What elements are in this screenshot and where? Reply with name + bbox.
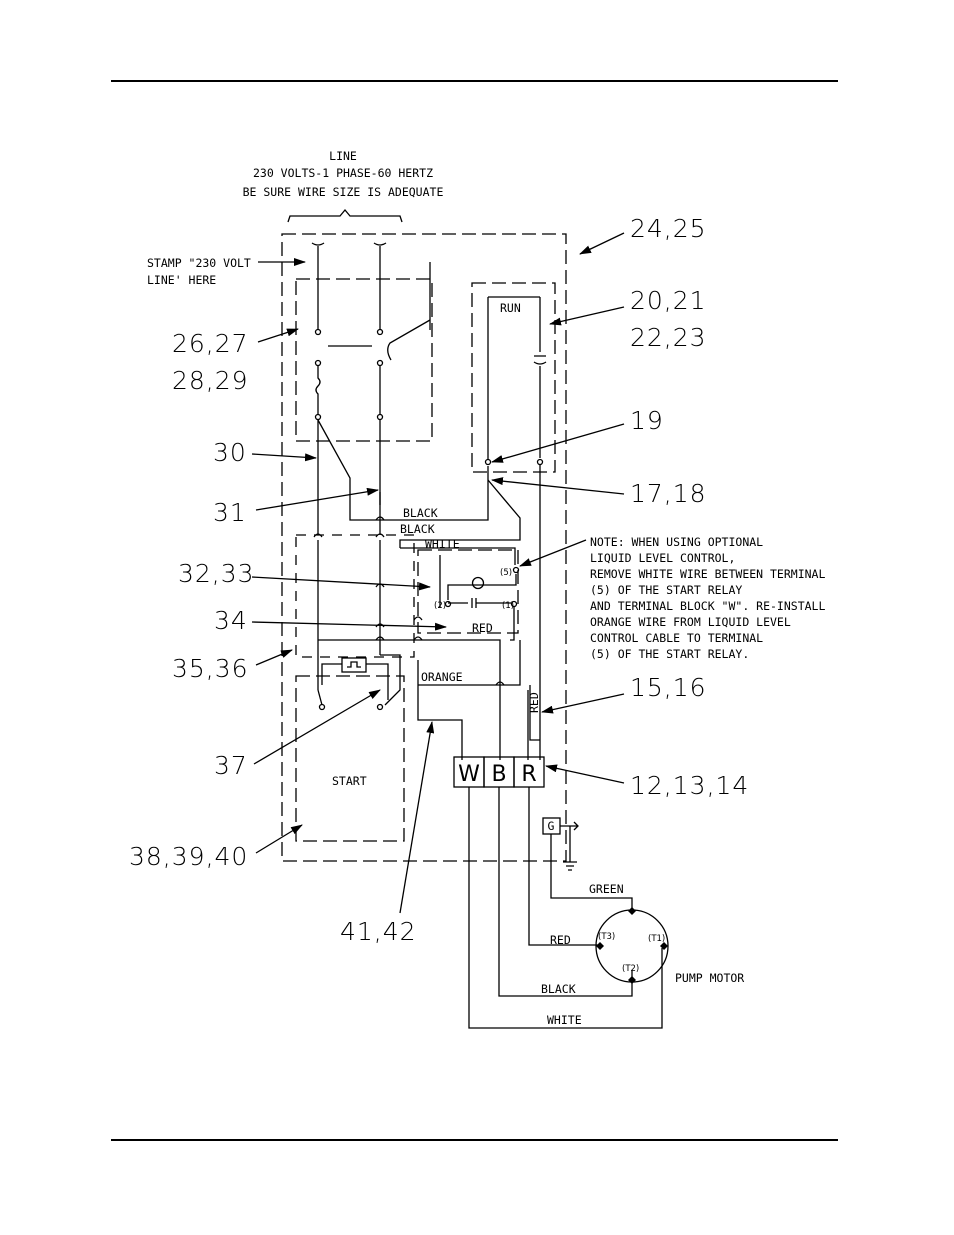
red-motor-label: RED <box>550 933 571 947</box>
terminal-W-label: W <box>458 762 480 787</box>
orange-wire <box>417 660 463 760</box>
callout-17-18: 17,18 <box>630 479 707 508</box>
svg-text:LIQUID LEVEL CONTROL,: LIQUID LEVEL CONTROL, <box>590 551 735 565</box>
svg-text:REMOVE WHITE WIRE BETWEEN TERM: REMOVE WHITE WIRE BETWEEN TERMINAL <box>590 567 825 581</box>
white-wire <box>400 547 516 565</box>
svg-text:AND TERMINAL BLOCK "W". RE-INS: AND TERMINAL BLOCK "W". RE-INSTALL <box>590 599 825 613</box>
inner-dashed-frame <box>295 534 415 658</box>
white-motor-label: WHITE <box>547 1013 582 1027</box>
relay-t5-label: (5) <box>500 568 512 578</box>
liquid-level-note: NOTE: WHEN USING OPTIONAL LIQUID LEVEL C… <box>590 535 825 661</box>
ground-terminal-label: G <box>548 819 555 833</box>
black-wire-label-2: BLACK <box>400 522 435 536</box>
start-capacitor-box <box>295 675 405 842</box>
callout-30: 30 <box>213 438 247 467</box>
callout-41-42: 41,42 <box>340 917 417 946</box>
ground-icon <box>560 821 579 871</box>
black-wire-2 <box>399 479 521 548</box>
header-brace <box>287 208 403 223</box>
run-cap-terminal-right <box>536 458 544 466</box>
callout-12-13-14: 12,13,14 <box>630 771 749 800</box>
black-to-B <box>318 639 501 760</box>
stamp-note-line1: STAMP "230 VOLT <box>147 256 251 270</box>
callout-19: 19 <box>630 406 664 435</box>
green-motor-lead <box>550 834 633 912</box>
motor-t2-label: (T2) <box>622 964 639 974</box>
callout-34: 34 <box>214 606 248 635</box>
run-capacitor-box <box>471 282 556 473</box>
run-cap-terminal-left <box>484 458 492 466</box>
terminal-B-label: B <box>491 762 506 787</box>
callout-26-27: 26,27 <box>172 329 249 358</box>
white-motor-lead <box>468 787 663 1029</box>
motor-t3-label: (T3) <box>598 932 615 942</box>
switch-blade <box>328 319 431 361</box>
run-capacitor-symbol <box>533 355 547 365</box>
motor-t1-label: (T1) <box>648 934 665 944</box>
callout-15-16: 15,16 <box>630 673 707 702</box>
svg-text:CONTROL CABLE TO TERMINAL: CONTROL CABLE TO TERMINAL <box>590 631 763 645</box>
relay-t1-label: (1) <box>502 601 514 611</box>
stamp-note-line2: LINE' HERE <box>147 273 216 287</box>
voltage-label: 230 VOLTS-1 PHASE-60 HERTZ <box>253 166 433 180</box>
red-vertical-label: RED <box>527 692 541 713</box>
relay-t2-label: (2) <box>434 601 446 611</box>
leader-arrows <box>251 232 625 914</box>
relay-terminal-5 <box>512 566 520 574</box>
start-label: START <box>332 774 367 788</box>
black-wire-label-1: BLACK <box>403 506 438 520</box>
line-label: LINE <box>329 149 357 163</box>
svg-text:NOTE: WHEN USING OPTIONAL: NOTE: WHEN USING OPTIONAL <box>590 535 763 549</box>
terminal-R-label: R <box>521 762 536 787</box>
callout-28-29: 28,29 <box>172 366 249 395</box>
svg-text:(5) OF THE START RELAY.: (5) OF THE START RELAY. <box>590 647 749 661</box>
svg-text:(5) OF THE START RELAY: (5) OF THE START RELAY <box>590 583 742 597</box>
black-wire-1 <box>317 419 489 521</box>
callout-24-25: 24,25 <box>630 214 707 243</box>
run-label: RUN <box>500 301 521 315</box>
switch-box <box>295 278 433 442</box>
callout-31: 31 <box>213 498 247 527</box>
orange-wire-label: ORANGE <box>421 670 463 684</box>
svg-text:ORANGE WIRE FROM LIQUID LEVEL: ORANGE WIRE FROM LIQUID LEVEL <box>590 615 791 629</box>
callout-38-39-40: 38,39,40 <box>129 842 248 871</box>
red-wire-label: RED <box>472 621 493 635</box>
callout-32-33: 32,33 <box>178 559 255 588</box>
control-box-enclosure <box>281 233 567 862</box>
callout-35-36: 35,36 <box>172 654 249 683</box>
pump-motor-label: PUMP MOTOR <box>675 971 744 985</box>
callout-20-21: 20,21 <box>630 286 707 315</box>
red-motor-lead <box>528 787 598 946</box>
black-motor-label: BLACK <box>541 982 576 996</box>
callout-37: 37 <box>214 751 248 780</box>
wire-size-note: BE SURE WIRE SIZE IS ADEQUATE <box>243 185 444 199</box>
wire-crossings <box>313 516 505 686</box>
fuse <box>315 366 321 414</box>
green-wire-label: GREEN <box>589 882 624 896</box>
line-header: LINE 230 VOLTS-1 PHASE-60 HERTZ BE SURE … <box>243 149 444 199</box>
callout-22-23: 22,23 <box>630 323 707 352</box>
relay-contacts <box>448 598 512 608</box>
white-wire-label: WHITE <box>425 537 460 551</box>
note-arrow <box>519 539 587 567</box>
line-terminals <box>311 242 387 246</box>
start-thermal-switch <box>321 663 389 700</box>
start-relay-box <box>417 549 519 634</box>
relay-coil <box>471 576 485 590</box>
